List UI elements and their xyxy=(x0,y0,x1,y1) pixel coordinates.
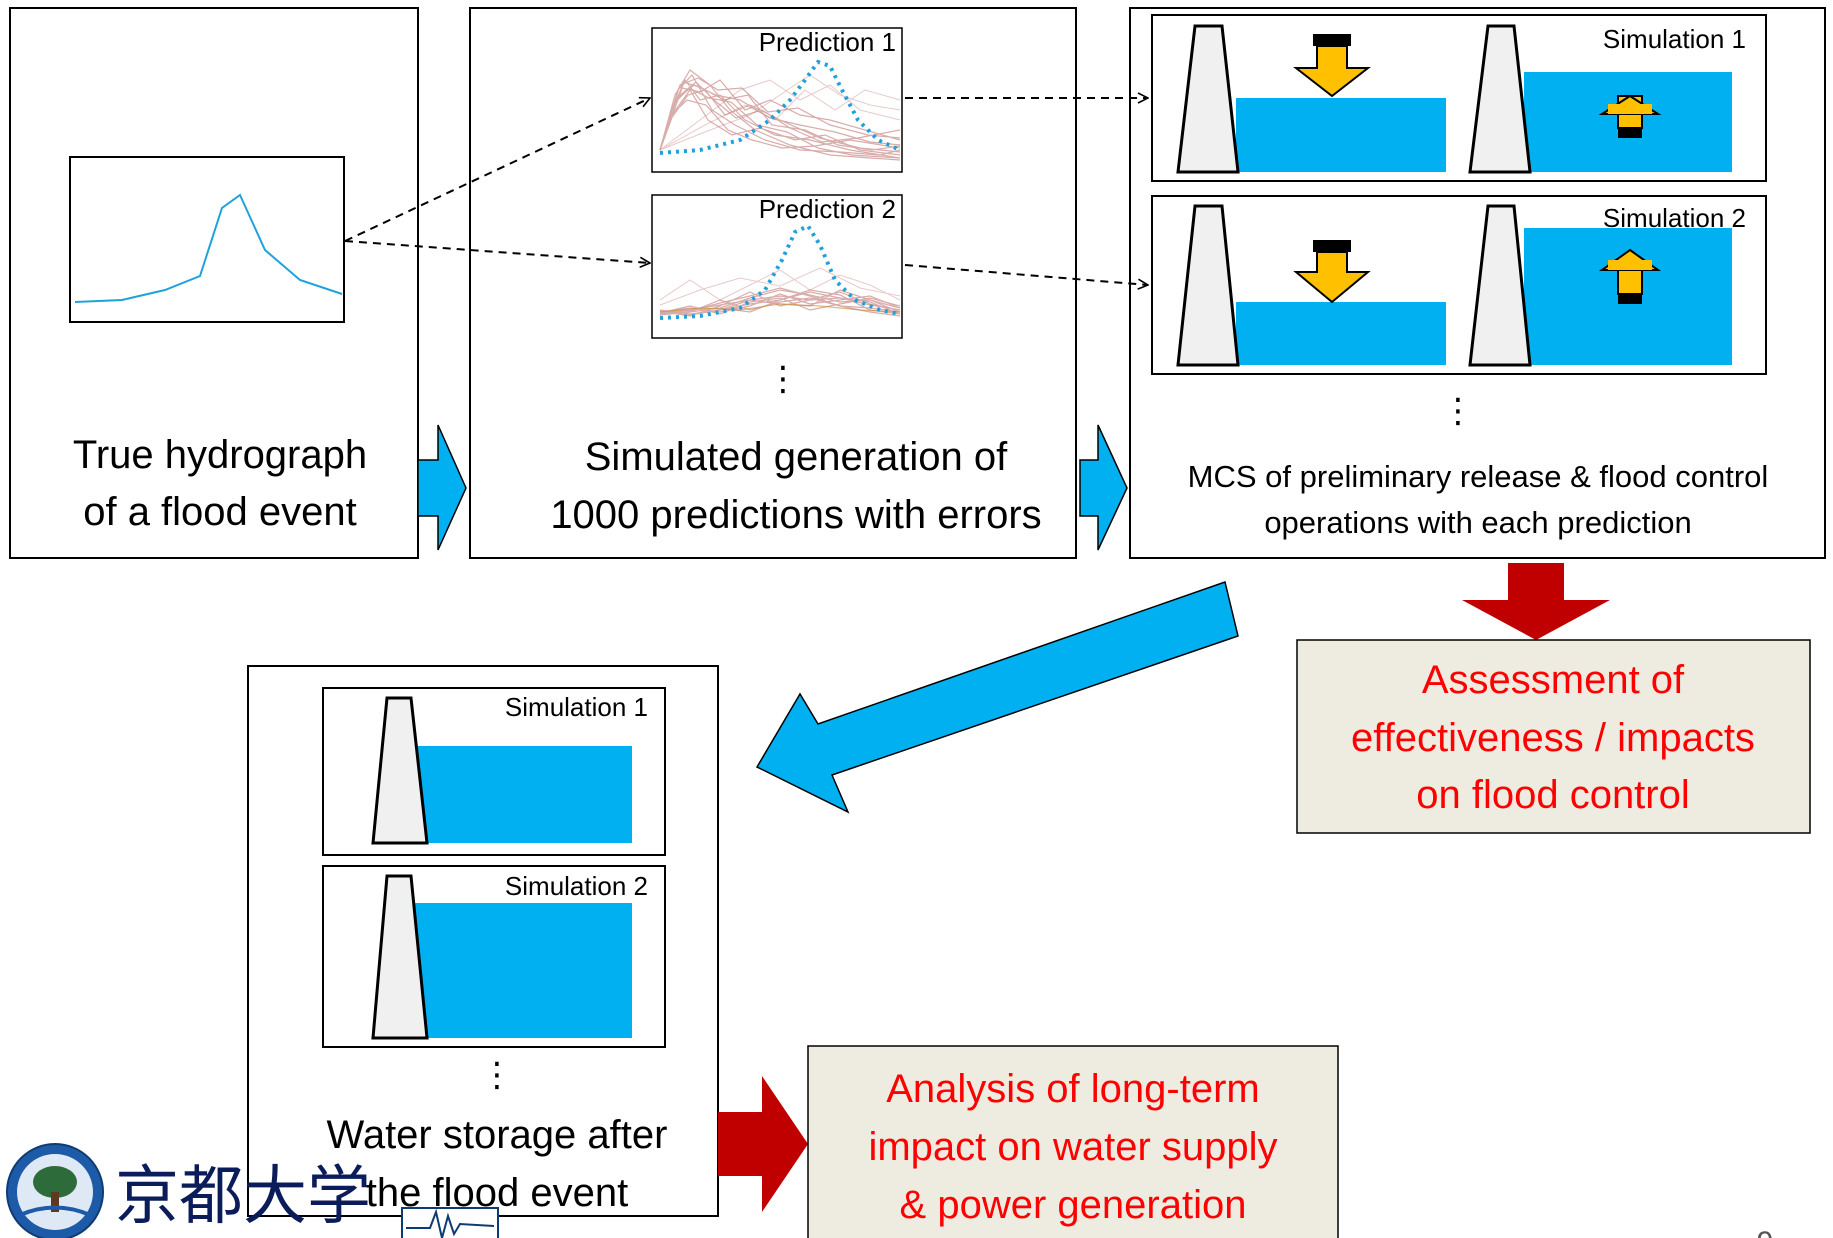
dam-icon xyxy=(1468,204,1532,367)
gate-up-arrow-icon xyxy=(1598,94,1662,138)
university-logo-icon xyxy=(6,1143,104,1238)
assessment-box: Assessment of effectiveness / impacts on… xyxy=(1296,639,1811,834)
panel-3-caption-line-1: MCS of preliminary release & flood contr… xyxy=(1188,459,1769,494)
dam-icon xyxy=(1176,204,1240,367)
prediction-2-label: Prediction 2 xyxy=(759,194,896,224)
prediction-2-dotted-line xyxy=(659,223,901,320)
analysis-box: Analysis of long-term impact on water su… xyxy=(807,1045,1339,1238)
university-logo: 京都大学 xyxy=(6,1143,499,1238)
dashed-connectors-1 xyxy=(344,98,650,263)
panel-2-caption-line-2: 1000 predictions with errors xyxy=(550,493,1041,537)
dam-icon xyxy=(371,874,429,1040)
reservoir-water-low xyxy=(1236,98,1446,172)
panel-water-storage: Simulation 1 Simulation 2 ⋮ Water storag… xyxy=(247,665,719,1217)
analysis-line-2: impact on water supply xyxy=(868,1125,1277,1169)
dam-icon xyxy=(371,696,429,845)
assessment-line-2: effectiveness / impacts xyxy=(1351,716,1755,760)
hydrograph-line xyxy=(74,193,343,303)
simulation-2-label: Simulation 2 xyxy=(1603,203,1746,233)
assessment-line-3: on flood control xyxy=(1416,773,1690,817)
reservoir-water-high xyxy=(415,903,632,1038)
simulation-1-label: Simulation 1 xyxy=(1603,24,1746,54)
flow-arrow-icon xyxy=(1079,424,1128,551)
panel-predictions: Prediction 1 xyxy=(469,7,1077,559)
gate-down-arrow-icon xyxy=(1293,240,1371,304)
flow-arrow-icon xyxy=(755,581,1239,814)
simulation-1-row: Simulation 1 xyxy=(1151,14,1767,182)
flow-arrow-icon xyxy=(417,424,467,551)
storage-simulation-1-label: Simulation 1 xyxy=(505,692,648,722)
seismograph-icon xyxy=(401,1207,499,1238)
storage-simulation-2: Simulation 2 xyxy=(322,865,666,1048)
red-arrow-down-icon xyxy=(1462,563,1610,640)
storage-simulation-2-label: Simulation 2 xyxy=(505,871,648,901)
panel-1-caption-line-1: True hydrograph xyxy=(73,433,367,477)
gate-up-arrow-icon xyxy=(1598,248,1662,304)
panel-2-caption-line-1: Simulated generation of xyxy=(585,435,1008,479)
prediction-2-ensemble xyxy=(659,223,901,320)
prediction-1-dotted-line xyxy=(659,59,901,155)
red-arrow-right-icon xyxy=(718,1076,808,1212)
prediction-1-chart: Prediction 1 xyxy=(651,27,903,173)
prediction-1-label: Prediction 1 xyxy=(759,27,896,57)
prediction-1-ensemble xyxy=(659,59,901,161)
reservoir-water-high xyxy=(415,746,632,843)
gate-down-arrow-icon xyxy=(1293,34,1371,98)
page-number: 9 xyxy=(1757,1226,1774,1238)
panel-2-ellipsis: ⋮ xyxy=(766,360,800,398)
analysis-line-1: Analysis of long-term xyxy=(886,1067,1259,1111)
panel-3-ellipsis: ⋮ xyxy=(1441,392,1475,430)
panel-1-caption-line-2: of a flood event xyxy=(83,490,357,534)
analysis-line-3: & power generation xyxy=(900,1183,1247,1227)
reservoir-water-low xyxy=(1236,302,1446,365)
dam-icon xyxy=(1468,24,1532,174)
storage-simulation-1: Simulation 1 xyxy=(322,687,666,856)
simulation-2-row: Simulation 2 xyxy=(1151,195,1767,375)
university-logo-text: 京都大学 xyxy=(115,1160,371,1232)
panel-simulations: Simulation 1 Simulation 2 ⋮ MCS of preli… xyxy=(1129,7,1826,559)
panel-true-hydrograph: True hydrograph of a flood event xyxy=(9,7,419,559)
hydrograph-chart-frame xyxy=(69,156,345,323)
dashed-connectors-2 xyxy=(904,98,1148,285)
panel-4-caption-line-1: Water storage after xyxy=(327,1113,668,1157)
panel-3-caption-line-2: operations with each prediction xyxy=(1264,505,1691,540)
assessment-line-1: Assessment of xyxy=(1422,658,1685,702)
prediction-2-chart: Prediction 2 xyxy=(651,194,903,339)
dam-icon xyxy=(1176,24,1240,174)
panel-4-ellipsis: ⋮ xyxy=(480,1056,514,1094)
